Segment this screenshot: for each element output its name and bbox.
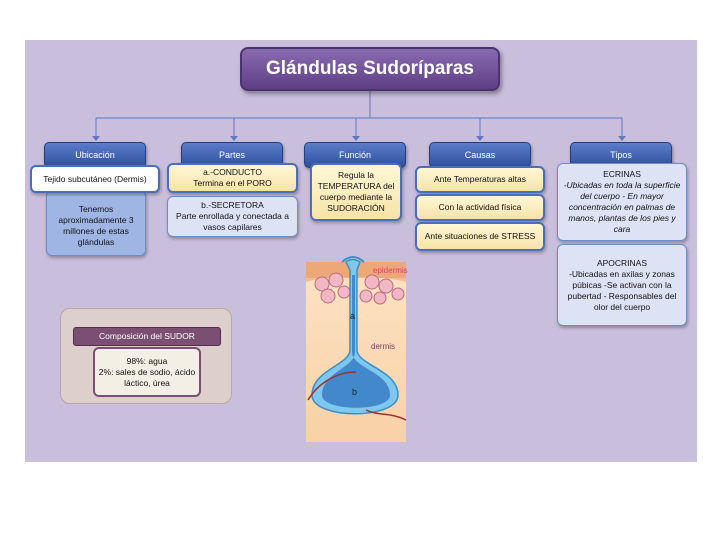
tipos-apocrinas-body: -Ubicadas en axilas y zonas púbicas -Se … [567, 268, 677, 312]
composicion-header: Composición del SUDOR [73, 327, 221, 346]
causa-stress-text: Ante situaciones de STRESS [424, 231, 536, 241]
header-causas: Causas [429, 142, 531, 168]
label-dermis: dermis [371, 342, 395, 351]
tipos-ecrinas-body: -Ubicadas en toda la superficie del cuer… [563, 180, 681, 234]
tipos-apocrinas-box: APOCRINAS -Ubicadas en axilas y zonas pú… [557, 244, 687, 326]
page-title: Glándulas Sudoríparas [240, 47, 500, 91]
skin-cells [314, 272, 405, 305]
partes-conducto-title: a.-CONDUCTO [203, 167, 262, 177]
funcion-box: Regula la TEMPERATURA del cuerpo mediant… [310, 163, 402, 221]
causa-actividad-text: Con la actividad física [438, 202, 522, 212]
tipos-ecrinas-title: ECRINAS [603, 169, 641, 179]
partes-secretora-desc: Parte enrollada y conectada a vasos capi… [176, 211, 289, 232]
causa-actividad-box: Con la actividad física [415, 194, 545, 221]
causa-temperatura-text: Ante Temperaturas altas [434, 174, 526, 184]
label-b: b [352, 387, 357, 397]
composicion-line1: 98%: agua [126, 355, 168, 366]
ubicacion-dermis-box: Tejido subcutáneo (Dermis) [30, 165, 160, 193]
tipos-apocrinas-title: APOCRINAS [596, 257, 648, 268]
partes-conducto-box: a.-CONDUCTO Termina en el PORO [167, 163, 298, 193]
ubicacion-dermis-text: Tejido subcutáneo (Dermis) [43, 173, 147, 184]
funcion-text: Regula la TEMPERATURA del cuerpo mediant… [317, 170, 395, 213]
partes-secretora-title: b.-SECRETORA [201, 200, 264, 210]
causa-temperatura-box: Ante Temperaturas altas [415, 166, 545, 193]
label-a: a [350, 311, 355, 321]
partes-conducto-desc: Termina en el PORO [193, 178, 272, 188]
causa-stress-box: Ante situaciones de STRESS [415, 222, 545, 251]
composicion-box: 98%: agua 2%: sales de sodio, ácido láct… [93, 347, 201, 397]
capillary [307, 371, 357, 401]
partes-secretora-box: b.-SECRETORA Parte enrollada y conectada… [167, 196, 298, 237]
ubicacion-count-text: Tenemos aproximadamente 3 millones de es… [58, 204, 134, 247]
composicion-line2: 2%: sales de sodio, ácido láctico, úrea [98, 366, 196, 388]
tipos-ecrinas-box: ECRINAS -Ubicadas en toda la superficie … [557, 163, 687, 241]
label-epidermis: epidermis [373, 266, 408, 275]
pore [341, 256, 365, 263]
